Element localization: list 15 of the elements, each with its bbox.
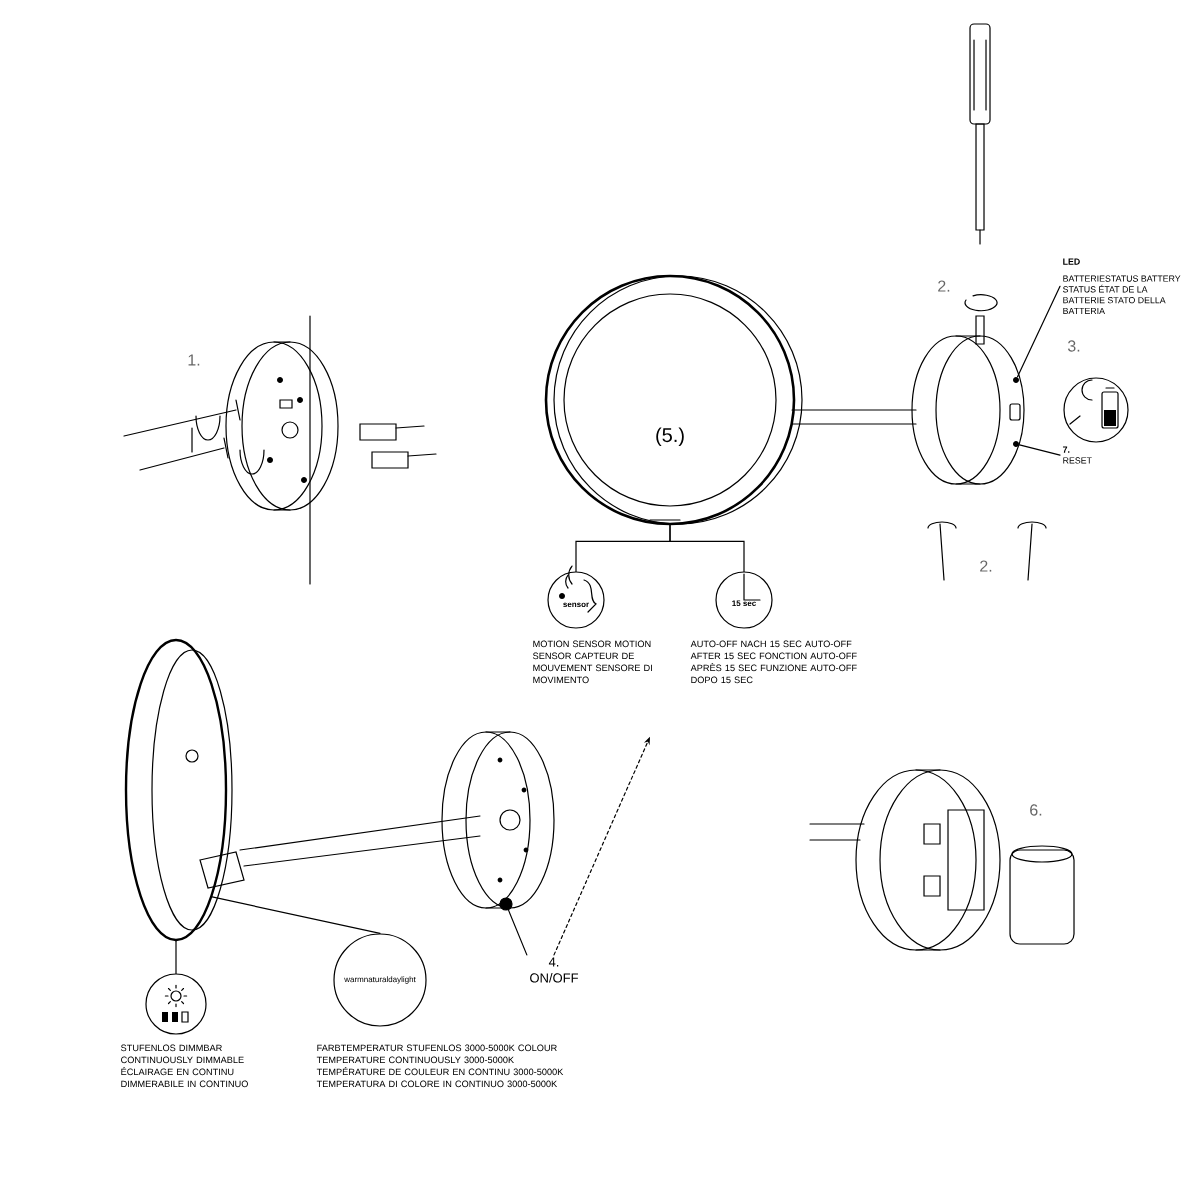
leader-line bbox=[175, 940, 177, 974]
leader-line bbox=[211, 896, 381, 934]
on-off-button bbox=[499, 897, 513, 911]
step-number: 2. bbox=[938, 280, 950, 292]
step-number: 1. bbox=[188, 354, 200, 366]
leader-line bbox=[507, 909, 528, 956]
reset-button bbox=[1013, 441, 1019, 447]
dimmer-icon bbox=[145, 973, 207, 1035]
bracket-line bbox=[669, 524, 745, 572]
step-number: 6. bbox=[1030, 804, 1042, 816]
leader-line bbox=[1018, 444, 1061, 456]
round-mirror: (5.) bbox=[544, 274, 796, 526]
step-number: 3. bbox=[1067, 340, 1080, 352]
wall-mirror bbox=[124, 638, 228, 942]
step-number: 2. bbox=[980, 560, 992, 572]
